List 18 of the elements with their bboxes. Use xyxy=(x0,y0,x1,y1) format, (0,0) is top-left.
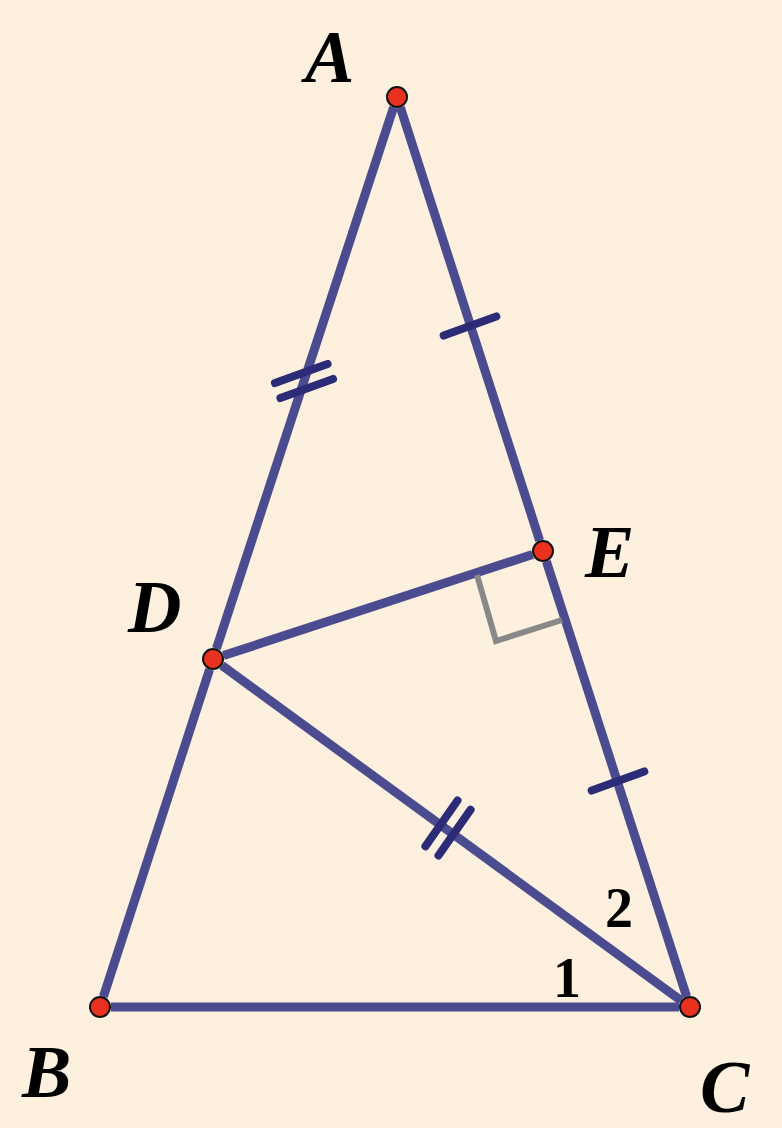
point-label: E xyxy=(585,515,635,589)
line-segment xyxy=(99,668,214,998)
line-segment xyxy=(212,106,398,650)
angle-label: 1 xyxy=(553,950,581,1006)
line-segment xyxy=(219,661,684,1005)
line-segment xyxy=(111,1002,679,1012)
point xyxy=(532,540,554,562)
line-segment xyxy=(542,560,691,998)
line-segment xyxy=(396,106,544,542)
point xyxy=(386,86,408,108)
point xyxy=(679,996,701,1018)
point-label: C xyxy=(700,1050,750,1124)
point-label: D xyxy=(128,570,182,644)
point-label: B xyxy=(22,1035,72,1109)
angle-label: 2 xyxy=(605,880,633,936)
line-segment xyxy=(222,550,534,660)
point xyxy=(89,996,111,1018)
point xyxy=(202,648,224,670)
